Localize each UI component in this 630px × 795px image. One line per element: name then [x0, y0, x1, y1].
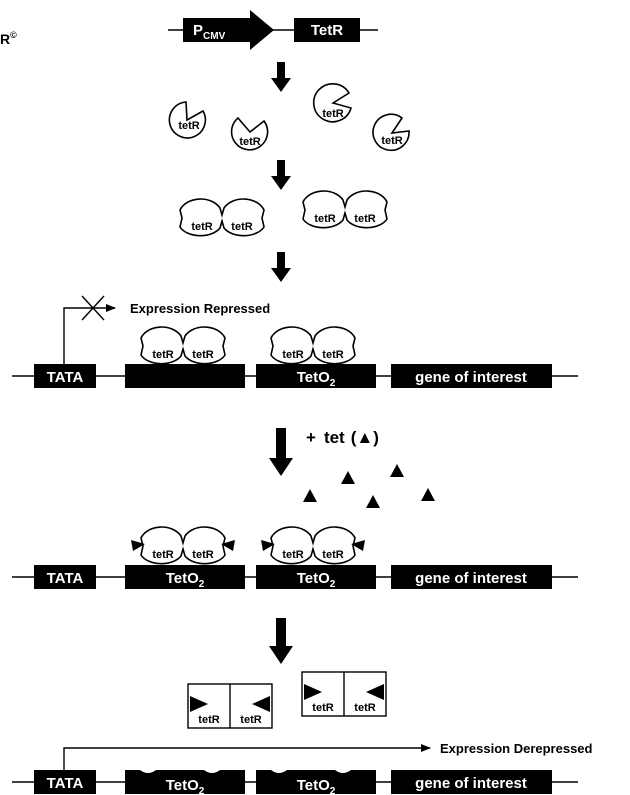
bound-tetr-dimer: tetR tetR [140, 326, 226, 365]
teto2-label: TetO2 [297, 369, 336, 389]
svg-text:tetR: tetR [322, 349, 343, 361]
svg-text:tetR: tetR [152, 549, 173, 561]
gene-of-interest-label: gene of interest [415, 369, 527, 386]
tet-triangle [390, 464, 404, 477]
svg-text:tetR: tetR [152, 349, 173, 361]
bound-tet-triangle [131, 540, 145, 551]
tata-box [34, 565, 96, 589]
svg-text:tetR: tetR [239, 136, 260, 148]
tet-tetr-complex: tetR tetR [301, 671, 387, 717]
svg-text:tetR: tetR [322, 549, 343, 561]
step-arrow-3 [271, 252, 291, 282]
teto2-operator [256, 565, 376, 589]
gene-of-interest-label: gene of interest [415, 570, 527, 587]
tet-tetr-complex: tetR tetR [187, 683, 273, 729]
cmv-promoter-label: PCMV [193, 22, 226, 42]
teto2-operator [125, 770, 245, 794]
expression-repressed-label: Expression Repressed [130, 301, 270, 316]
tetr-monomers: tetR tetR tetR tetR [168, 83, 410, 152]
tetr-monomer: tetR [230, 116, 269, 151]
expression-cassette: PCMV TetR [168, 10, 378, 50]
repressed-state: Expression Repressed TATA TetO2 gene of … [12, 295, 578, 389]
svg-text:tetR: tetR [282, 349, 303, 361]
derepressed-state: Expression Derepressed TATA TetO2 TetO2 … [12, 741, 593, 795]
tata-box [34, 364, 96, 388]
tata-label: TATA [47, 570, 84, 587]
tet-triangle [303, 489, 317, 502]
tata-label: TATA [47, 369, 84, 386]
teto2-operator [256, 364, 376, 388]
transcription-start-arrow [63, 304, 116, 364]
tet-bound-dimer: tetR tetR [261, 526, 365, 565]
step-arrow-2 [271, 160, 291, 190]
tet-triangle [366, 495, 380, 508]
tetr-monomer: tetR [312, 83, 352, 123]
tet-triangle [421, 488, 435, 501]
bound-tetr-dimer: tetR tetR [270, 326, 356, 365]
svg-text:tetR: tetR [198, 714, 219, 726]
svg-text:tetR: tetR [312, 702, 333, 714]
svg-text:tetR: tetR [192, 549, 213, 561]
svg-text:tetR: tetR [178, 120, 199, 132]
svg-text:tetR: tetR [282, 549, 303, 561]
svg-text:tetR: tetR [354, 702, 375, 714]
bound-tet-triangle [351, 540, 365, 551]
gene-of-interest-block [391, 565, 552, 589]
step-arrow-1 [271, 62, 291, 92]
tet-addition-label: +tet(▲) [306, 428, 379, 447]
teto2-label: TetO2 [297, 777, 336, 795]
svg-text:tetR: tetR [314, 213, 335, 225]
tet-triangle [190, 696, 208, 712]
transcription-arrow [63, 744, 431, 770]
svg-text:tetR: tetR [231, 221, 252, 233]
step-arrow-5 [269, 618, 293, 664]
tet-triangle [304, 684, 322, 700]
tetr-dimer: tetR tetR [179, 198, 265, 237]
step-arrow-4 [269, 428, 293, 476]
svg-text:tetR: tetR [381, 135, 402, 147]
svg-text:tetR: tetR [354, 213, 375, 225]
gene-of-interest-block [391, 364, 552, 388]
svg-text:tetR: tetR [191, 221, 212, 233]
tetr-monomer: tetR [372, 113, 410, 152]
tetracycline-molecules [303, 464, 435, 508]
tet-triangle [341, 471, 355, 484]
svg-text:tetR: tetR [192, 349, 213, 361]
tetr-monomer: tetR [168, 101, 207, 139]
cmv-promoter-arrow [183, 10, 274, 50]
teto2-operator [125, 565, 245, 589]
tet-triangle [252, 696, 270, 712]
block-cross [81, 295, 105, 321]
bound-tet-triangle [261, 540, 275, 551]
svg-text:tetR: tetR [240, 714, 261, 726]
tetr-gene-block [294, 18, 360, 42]
tet-bound-state: TATA TetO2 TetO2 gene of interest tetR t… [12, 526, 578, 590]
tet-triangle [366, 684, 384, 700]
svg-text:tetR: tetR [322, 108, 343, 120]
bound-tet-triangle [221, 540, 235, 551]
tata-box [34, 770, 96, 794]
teto2-operator [256, 770, 376, 794]
tata-label: TATA [47, 775, 84, 792]
tetr-gene-label: TetR [311, 22, 343, 39]
tetr-dimer: tetR tetR [302, 190, 388, 229]
gene-of-interest-label: gene of interest [415, 775, 527, 792]
expression-derepressed-label: Expression Derepressed [440, 741, 593, 756]
gene-of-interest-block [391, 770, 552, 794]
corner-mark: R© [0, 30, 17, 47]
teto2-label: TetO2 [166, 570, 205, 590]
teto2-label: TetO2 [166, 777, 205, 795]
teto2-label: TetO2 [297, 570, 336, 590]
teto2-operator [125, 364, 245, 388]
tet-bound-dimer: tetR tetR [131, 526, 235, 565]
